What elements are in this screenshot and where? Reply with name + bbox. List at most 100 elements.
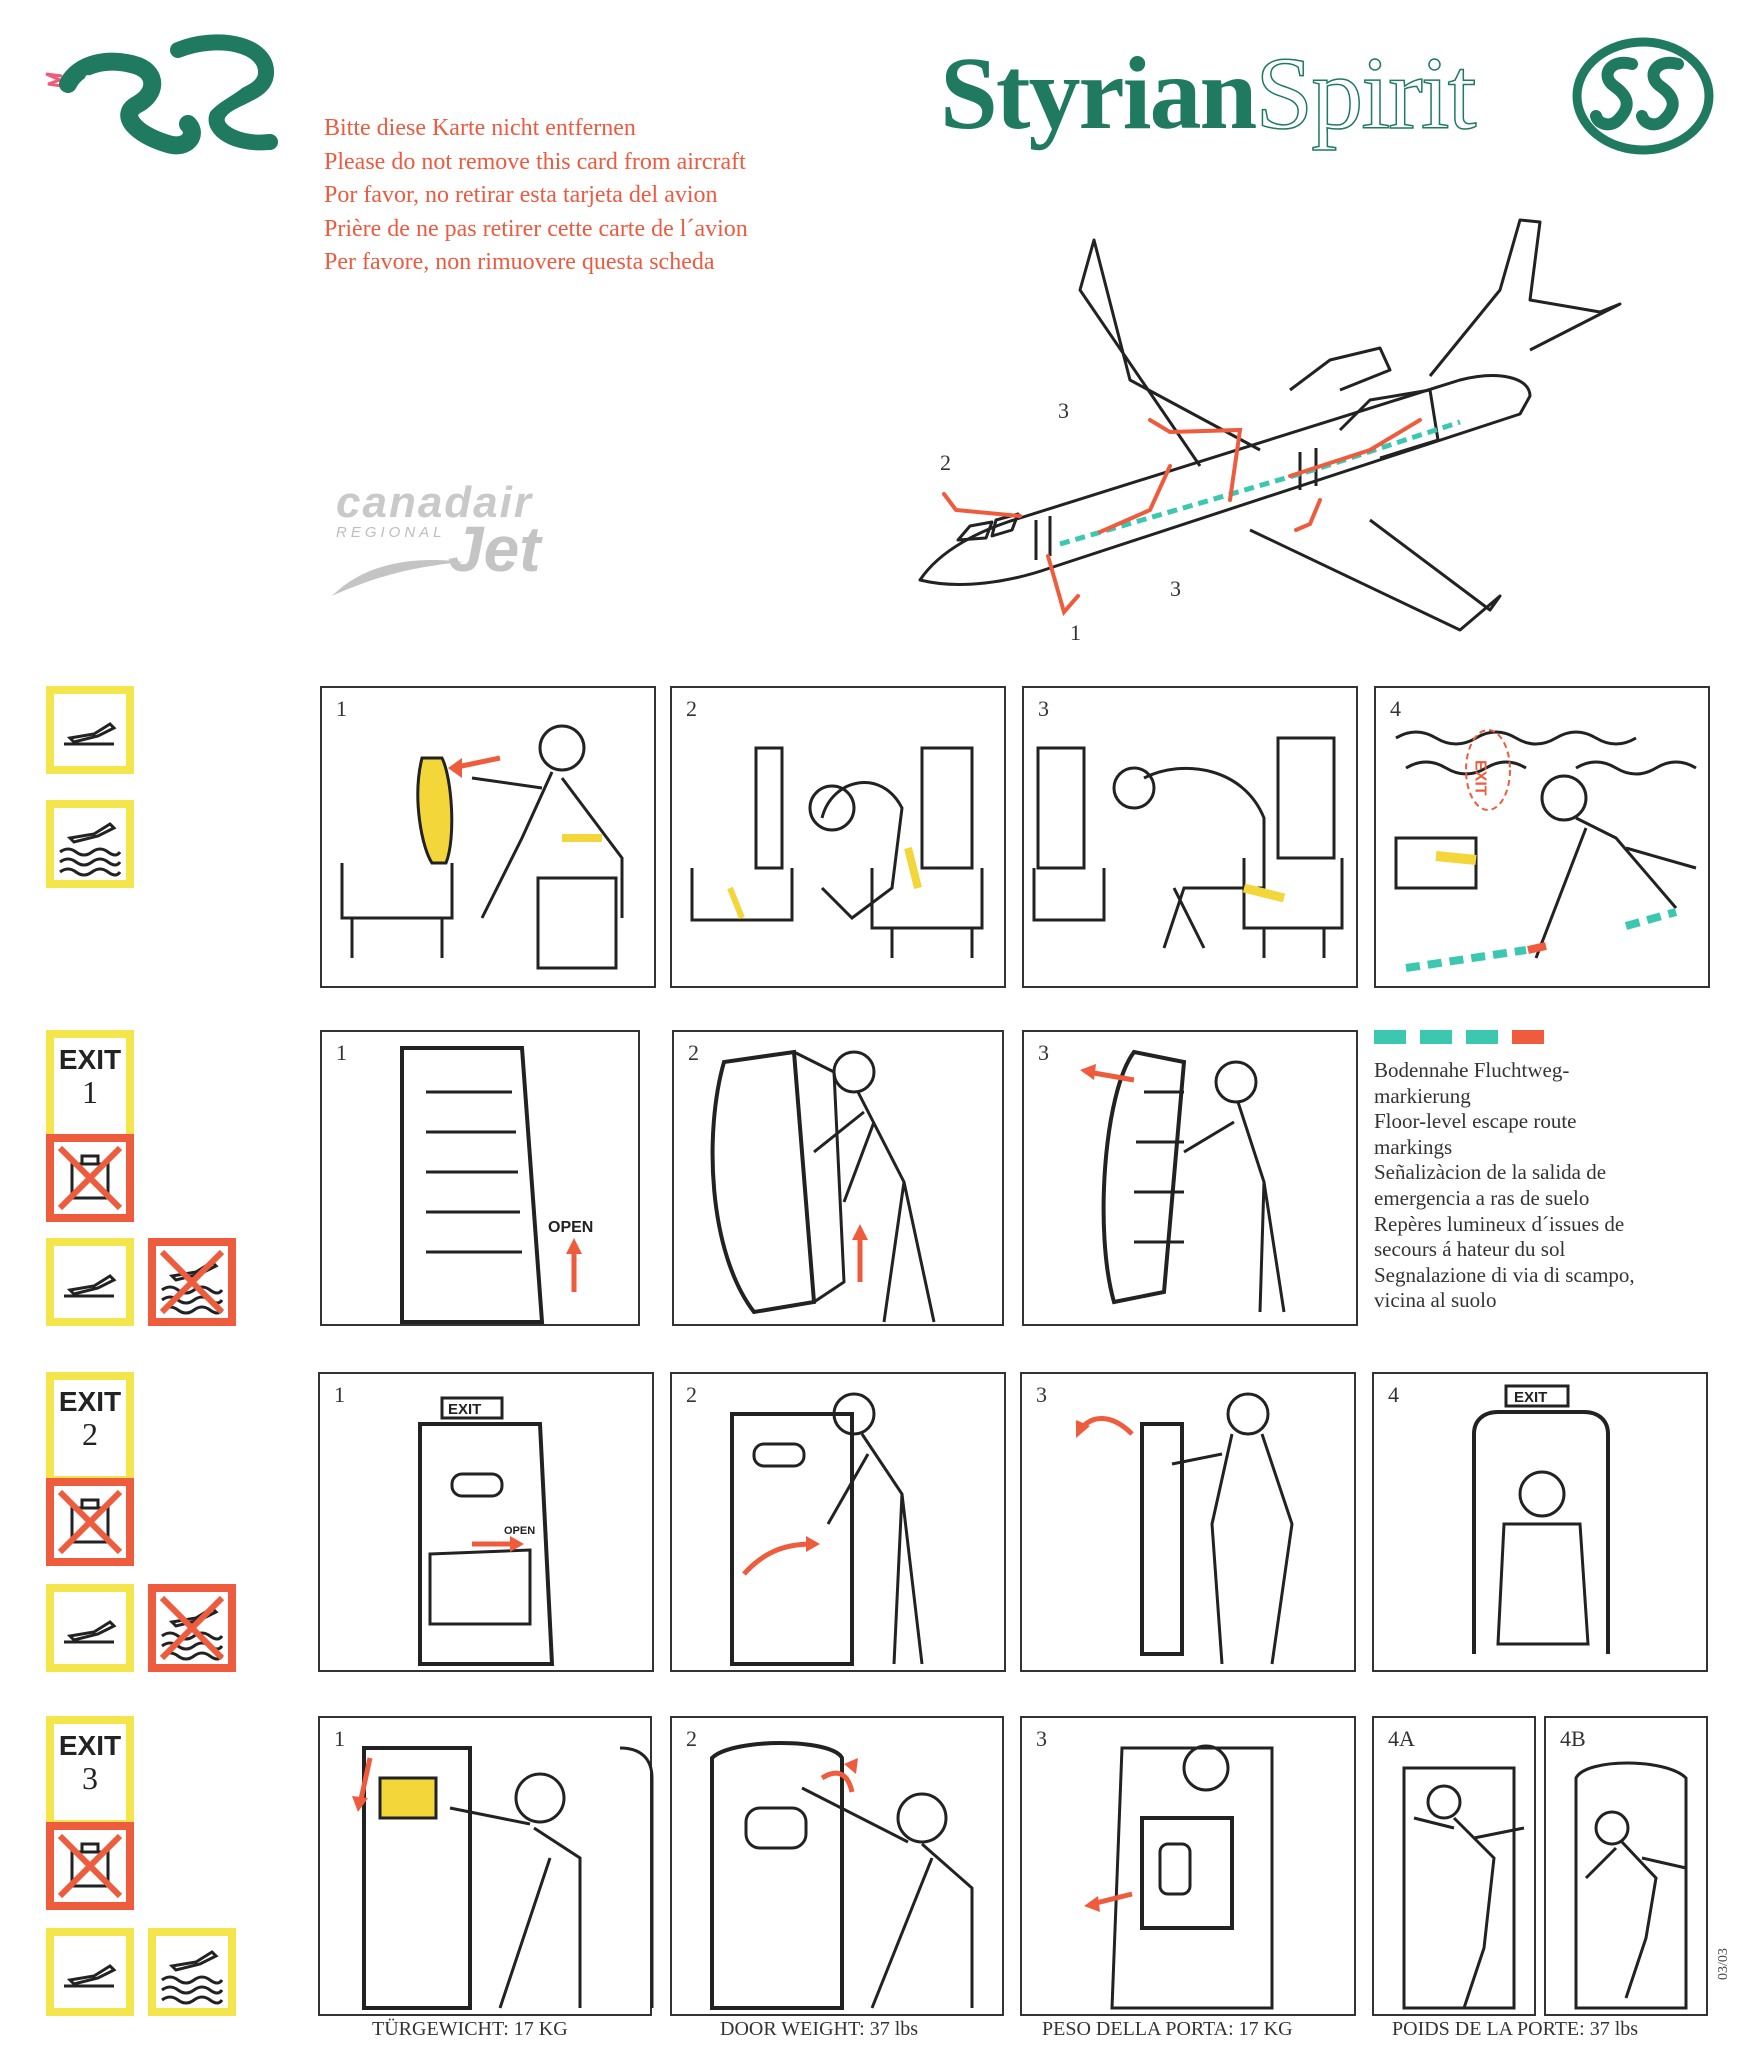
exit2-panel-4: 4 EXIT	[1372, 1372, 1708, 1672]
exit-1-number: 1	[82, 1074, 98, 1110]
legend-swatch	[1512, 1030, 1544, 1044]
exit-3-no-baggage-icon-box	[46, 1822, 134, 1910]
exit1-panel-3: 3	[1022, 1030, 1358, 1326]
legend-line: Señalizàcion de la salida de	[1374, 1160, 1607, 1185]
panel-number: 3	[1038, 696, 1049, 721]
exit2-panel-3: 3	[1020, 1372, 1356, 1672]
exit-1-label-box: EXIT 1	[46, 1030, 134, 1142]
no-baggage-icon	[57, 1145, 123, 1211]
door-weight-it: PESO DELLA PORTA: 17 KG	[1042, 2018, 1293, 2040]
exit-3-landing-icon-box	[46, 1928, 134, 2016]
exit2-step-2-illustration	[730, 1392, 924, 1666]
smoke-evacuation-illustration: EXIT	[1394, 729, 1697, 972]
exit1-step-1-illustration: OPEN	[400, 1046, 593, 1324]
plane-landing-icon	[64, 1964, 117, 1988]
legend-line: Bodennahe Fluchtweg-	[1374, 1058, 1570, 1082]
revision-date: 03/03	[1716, 1948, 1731, 1980]
exit-1-no-water-icon-box	[148, 1238, 236, 1326]
notice-line-it: Per favore, non rimuovere questa scheda	[324, 249, 715, 275]
legend-line: vicina al suolo	[1374, 1288, 1497, 1313]
legend-line: secours á hateur du sol	[1374, 1237, 1566, 1262]
canadair-word: canadair	[336, 478, 533, 527]
brace-panel-3: 3	[1022, 686, 1358, 988]
landing-icon-box	[46, 686, 134, 774]
water-landing-icon-box	[46, 800, 134, 888]
exit-2-label: EXIT	[58, 1386, 122, 1417]
notice-line-fr: Prière de ne pas retirer cette carte de …	[324, 215, 748, 242]
plane-landing-icon	[64, 722, 117, 746]
brace-panel-1: 1	[320, 686, 656, 988]
panel-number: 1	[336, 696, 347, 721]
plane-landing-icon	[64, 1274, 117, 1298]
brand-wordmark: StyrianSpirit	[940, 34, 1478, 154]
notice-line-en: Please do not remove this card from airc…	[324, 148, 746, 175]
exit2-step-4-illustration: EXIT	[1472, 1384, 1610, 1654]
no-water-landing-icon	[159, 1595, 225, 1661]
open-label: OPEN	[548, 1219, 593, 1236]
plane-landing-icon	[64, 1620, 117, 1644]
jet-swoosh-icon	[332, 559, 464, 596]
exit1-panel-1: 1 OPEN	[320, 1030, 640, 1326]
no-baggage-icon-box	[46, 1134, 134, 1222]
panel-number: 3	[1036, 1382, 1047, 1407]
exit3-panel-4b: 4B	[1544, 1716, 1708, 2016]
diagram-exit-label-2: 2	[940, 450, 951, 475]
exit2-step-3-illustration	[1076, 1392, 1294, 1665]
do-not-remove-notice: Bitte diese Karte nicht entfernen Please…	[324, 112, 748, 280]
no-water-landing-icon	[159, 1249, 225, 1315]
legend-swatch	[1374, 1030, 1406, 1044]
exit-2-no-water-icon-box	[148, 1584, 236, 1672]
legend-swatch	[1420, 1030, 1452, 1044]
diagram-exit-label-3-lower: 3	[1170, 576, 1181, 601]
exit-1-landing-icon-box	[46, 1238, 134, 1326]
door-weight-fr: POIDS DE LA PORTE: 37 lbs	[1392, 2018, 1639, 2040]
legend-line: Floor-level escape route	[1374, 1109, 1577, 1134]
jet-word: Jet	[448, 513, 541, 585]
escape-route-legend: Bodennahe Fluchtweg- markierung Floor-le…	[1374, 1058, 1704, 1314]
brace-panel-4: 4 EXIT	[1374, 686, 1710, 988]
brand-name-part1: Styrian	[940, 36, 1257, 151]
notice-line-es: Por favor, no retirar esta tarjeta del a…	[324, 182, 718, 208]
exit3-panel-4a: 4A	[1372, 1716, 1536, 2016]
escape-route-legend-swatches	[1374, 1030, 1544, 1044]
exit-1-label: EXIT	[58, 1044, 122, 1075]
exit-3-number: 3	[82, 1760, 98, 1796]
exit3-step-3-illustration	[1084, 1744, 1274, 2010]
exit1-step-2-illustration	[710, 1049, 936, 1323]
brace-step-2-illustration	[690, 746, 984, 958]
exit-2-label-box: EXIT 2	[46, 1372, 134, 1484]
regional-word: REGIONAL	[336, 524, 446, 541]
diagram-exit-label-3-upper: 3	[1058, 398, 1069, 423]
exit-sign-text: EXIT	[1514, 1389, 1547, 1406]
exit2-panel-2: 2	[670, 1372, 1006, 1672]
exit3-step-4b-illustration	[1574, 1761, 1688, 2010]
panel-number: 1	[334, 1382, 345, 1407]
brace-step-3-illustration	[1032, 736, 1344, 958]
panel-number: 3	[1038, 1040, 1049, 1065]
legend-line: Segnalazione di via di scampo,	[1374, 1262, 1635, 1287]
brand-name-part2: Spirit	[1255, 35, 1478, 152]
brace-step-1-illustration	[340, 724, 624, 970]
brace-panel-2: 2	[670, 686, 1006, 988]
legend-line: Repères lumineux d´issues de	[1374, 1211, 1625, 1236]
panel-number: 2	[686, 1382, 697, 1407]
exit3-panel-3: 3	[1020, 1716, 1356, 2016]
panel-number: 2	[686, 1726, 697, 1751]
panel-number: 2	[686, 696, 697, 721]
exit3-step-4a-illustration	[1402, 1766, 1525, 2010]
diagram-exit-label-1: 1	[1070, 620, 1081, 645]
plane-water-landing-icon	[161, 1950, 224, 2005]
exit-2-number: 2	[82, 1416, 98, 1452]
panel-number: 1	[334, 1726, 345, 1751]
no-baggage-icon	[57, 1489, 123, 1555]
exit-2-landing-icon-box	[46, 1584, 134, 1672]
panel-number: 4B	[1560, 1726, 1586, 1751]
open-label: OPEN	[504, 1525, 535, 1537]
exit3-step-2-illustration	[710, 1741, 974, 2010]
exit-3-water-landing-icon-box	[148, 1928, 236, 2016]
panel-number: 4A	[1388, 1726, 1415, 1751]
aircraft-exits-diagram: 1 2 3 3	[918, 218, 1622, 645]
legend-swatch	[1466, 1030, 1498, 1044]
panel-number: 1	[336, 1040, 347, 1065]
legend-line: markings	[1374, 1134, 1453, 1159]
